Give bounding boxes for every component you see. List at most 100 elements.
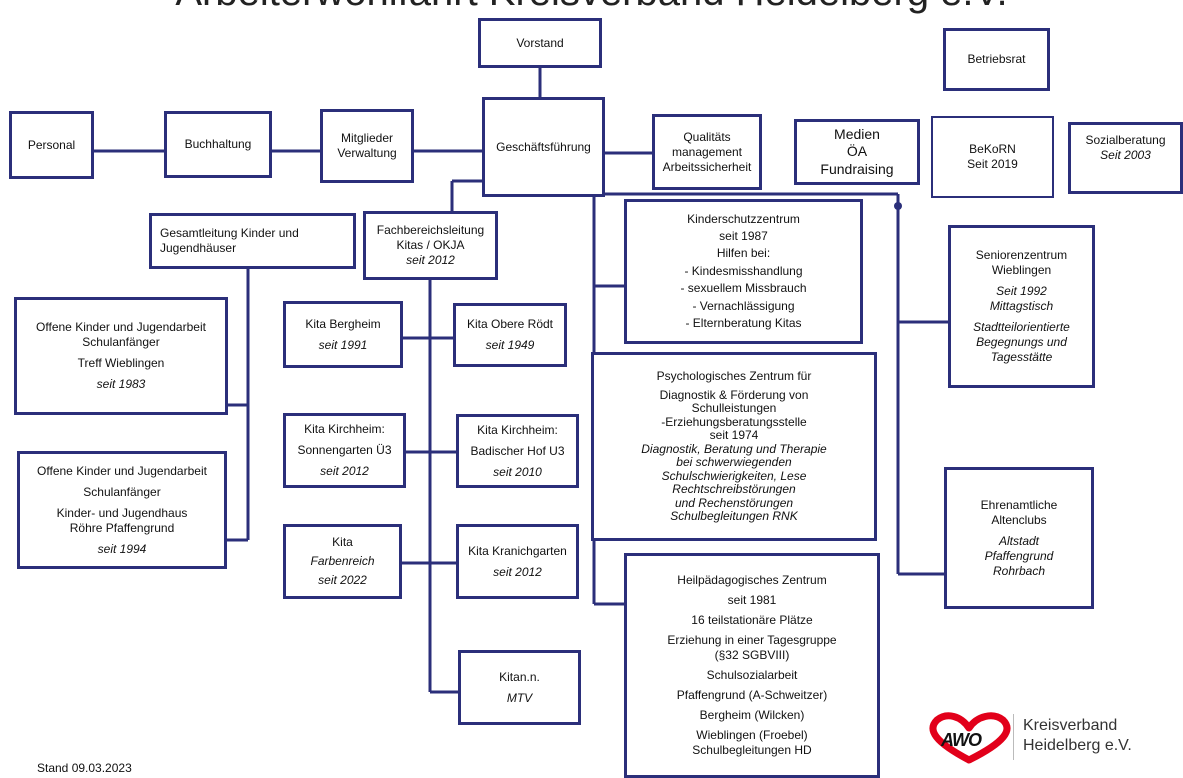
bekorn-box: BeKoRN Seit 2019 [931, 116, 1054, 198]
senioren-label-4: Mittagstisch [989, 299, 1054, 313]
qualitaet-label-2: management [671, 144, 743, 159]
heilpaed-label-2: seit 1981 [727, 593, 777, 607]
ehrenamt-label-2: Altenclubs [991, 512, 1047, 527]
fachbereich-box: Fachbereichsleitung Kitas / OKJA seit 20… [363, 211, 498, 280]
kinderschutz-label-6: - Vernachlässigung [692, 298, 795, 313]
geschaeftsfuehrung-box: Geschäftsführung [482, 97, 605, 197]
betriebsrat-box: Betriebsrat [943, 28, 1050, 91]
senioren-label-1: Seniorenzentrum [975, 248, 1068, 262]
senioren-label-2: Wieblingen [991, 263, 1052, 277]
kita-farbenreich-label-2: Farbenreich [310, 554, 375, 568]
qualitaet-label-1: Qualitäts [683, 129, 731, 144]
kita-bergheim-label-1: Kita Bergheim [305, 316, 381, 331]
betriebsrat-label: Betriebsrat [967, 52, 1026, 66]
logo-divider [1013, 714, 1014, 760]
medien-label-1: Medien [834, 125, 880, 142]
offene2-label-3: Kinder- und Jugendhaus [56, 505, 188, 520]
heilpaed-label-5: (§32 SGBVIII) [714, 648, 790, 662]
gesamtleitung-label-2: Jugendhäuser [160, 241, 237, 255]
bekorn-label-1: BeKoRN [969, 142, 1016, 156]
kita-nn-label-1: Kitan.n. [499, 669, 540, 684]
psycho-label-1: Psychologisches Zentrum für [656, 368, 812, 383]
sozialberatung-box: Sozialberatung Seit 2003 [1068, 122, 1183, 194]
chart-title: Arbeiterwohlfahrt Kreisverband Heidelber… [0, 0, 1183, 15]
heilpaedagogisches-zentrum-box: Heilpädagogisches Zentrum seit 1981 16 t… [624, 553, 880, 778]
psycho-label-7: bei schwerwiegenden [676, 455, 792, 470]
fachbereich-label-2: Kitas / OKJA [396, 238, 465, 252]
offene2-label-2: Schulanfänger [83, 484, 161, 499]
senioren-label-3: Seit 1992 [996, 284, 1047, 298]
heilpaed-label-6: Schulsozialarbeit [706, 668, 798, 682]
medien-label-2: ÖA [846, 143, 868, 160]
kinderschutz-label-7: - Elternberatung Kitas [685, 315, 802, 330]
senioren-label-5: Stadtteilorientierte [973, 320, 1070, 334]
vorstand-label: Vorstand [516, 35, 564, 50]
heilpaed-label-4: Erziehung in einer Tagesgruppe [667, 633, 837, 647]
kita-bergheim-box: Kita Bergheim seit 1991 [283, 301, 403, 368]
kita-kirchheim1-box: Kita Kirchheim: Sonnengarten Ü3 seit 201… [283, 413, 406, 488]
medien-box: Medien ÖA Fundraising [794, 119, 920, 185]
awo-logo: AWO Kreisverband Heidelberg e.V. [925, 712, 1165, 764]
sozialberatung-label-2: Seit 2003 [1100, 148, 1151, 162]
logo-text: Kreisverband Heidelberg e.V. [1023, 716, 1132, 756]
offene1-label-1: Offene Kinder und Jugendarbeit [36, 320, 206, 334]
offene2-box: Offene Kinder und Jugendarbeit Schulanfä… [17, 451, 227, 569]
mitglieder-label-2: Verwaltung [337, 146, 397, 160]
fachbereich-label-1: Fachbereichsleitung [376, 223, 485, 237]
kita-kranichgarten-label-2: seit 2012 [493, 564, 542, 579]
qualitaet-label-3: Arbeitssicherheit [662, 159, 752, 174]
bekorn-label-2: Seit 2019 [967, 157, 1018, 171]
kinderschutz-label-3: Hilfen bei: [716, 246, 771, 261]
kita-obere-label-1: Kita Obere Rödt [466, 317, 554, 331]
geschaeftsfuehrung-label: Geschäftsführung [496, 139, 591, 154]
kita-kirchheim1-label-2: Sonnengarten Ü3 [297, 443, 392, 457]
kita-kranichgarten-box: Kita Kranichgarten seit 2012 [456, 524, 579, 599]
heilpaed-label-3: 16 teilstationäre Plätze [691, 613, 813, 627]
kita-kirchheim2-box: Kita Kirchheim: Badischer Hof U3 seit 20… [456, 414, 579, 488]
offene1-label-2: Schulanfänger [82, 335, 160, 349]
kinderschutz-label-5: - sexuellem Missbrauch [680, 281, 807, 296]
kinderschutz-box: Kinderschutzzentrum seit 1987 Hilfen bei… [624, 199, 863, 344]
kita-kirchheim2-label-3: seit 2010 [493, 464, 542, 479]
gesamtleitung-label-1: Gesamtleitung Kinder und [160, 226, 299, 240]
senioren-label-6: Begegnungs und [976, 335, 1067, 349]
ehrenamt-label-3: Altstadt [998, 533, 1040, 548]
kita-kirchheim1-label-1: Kita Kirchheim: [304, 422, 385, 436]
awo-mark: AWO [941, 730, 982, 750]
heilpaed-label-1: Heilpädagogisches Zentrum [677, 573, 827, 587]
fachbereich-label-3: seit 2012 [406, 253, 455, 267]
psycho-label-8: Schulschwierigkeiten, Lese [661, 468, 807, 483]
psycho-label-5: seit 1974 [709, 428, 759, 443]
stand-date: Stand 09.03.2023 [37, 761, 132, 775]
psychologisches-zentrum-box: Psychologisches Zentrum für Diagnostik &… [591, 352, 877, 541]
kita-nn-label-2: MTV [506, 690, 533, 705]
kinderschutz-label-2: seit 1987 [719, 229, 768, 244]
personal-box: Personal [9, 111, 94, 179]
senioren-label-7: Tagesstätte [990, 350, 1053, 364]
logo-line-2: Heidelberg e.V. [1023, 737, 1132, 754]
psycho-label-4: -Erziehungsberatungsstelle [661, 414, 807, 429]
personal-label: Personal [27, 137, 76, 152]
offene2-label-5: seit 1994 [97, 541, 147, 556]
medien-label-3: Fundraising [820, 160, 894, 177]
offene1-label-3: Treff Wieblingen [77, 356, 165, 370]
qualitaet-box: Qualitäts management Arbeitssicherheit [652, 114, 762, 190]
mitglieder-label-1: Mitglieder [340, 131, 394, 145]
ehrenamt-label-4: Pfaffengrund [984, 548, 1054, 563]
kita-kirchheim2-label-2: Badischer Hof U3 [470, 443, 565, 458]
offene2-label-4: Röhre Pfaffengrund [69, 520, 175, 535]
psycho-label-11: Schulbegleitungen RNK [670, 508, 798, 523]
heilpaed-label-10: Schulbegleitungen HD [692, 743, 812, 757]
buchhaltung-box: Buchhaltung [164, 111, 272, 178]
kita-kirchheim2-label-1: Kita Kirchheim: [477, 422, 558, 437]
logo-line-1: Kreisverband [1023, 717, 1118, 734]
vorstand-box: Vorstand [478, 18, 602, 68]
psycho-label-6: Diagnostik, Beratung und Therapie [641, 441, 827, 456]
kinderschutz-label-4: - Kindesmisshandlung [684, 263, 803, 278]
kita-obere-box: Kita Obere Rödt seit 1949 [453, 303, 567, 367]
psycho-label-9: Rechtschreibstörungen [672, 482, 796, 497]
ehrenamt-label-1: Ehrenamtliche [980, 497, 1058, 512]
offene1-box: Offene Kinder und Jugendarbeit Schulanfä… [14, 297, 228, 415]
offene1-label-4: seit 1983 [96, 377, 146, 391]
kita-farbenreich-label-3: seit 2022 [318, 573, 367, 587]
